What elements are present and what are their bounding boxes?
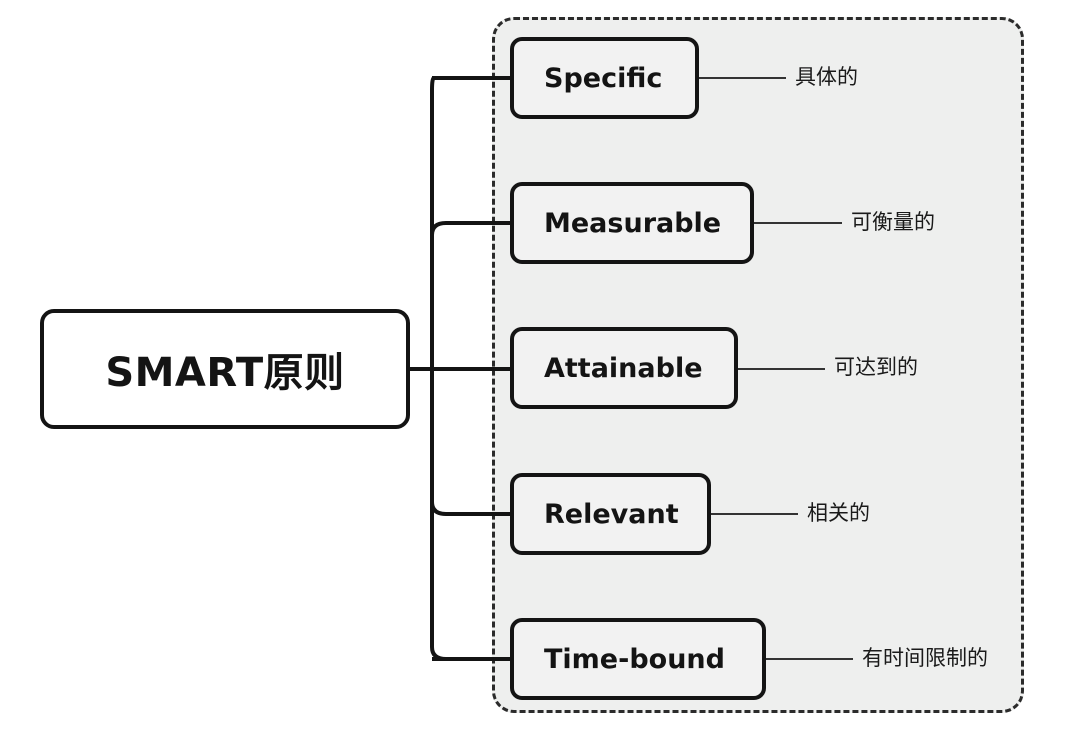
branch-label: Time-bound — [544, 643, 725, 675]
branch-node-relevant: Relevant — [510, 473, 711, 555]
branch-node-attainable: Attainable — [510, 327, 738, 409]
annotation-relevant: 相关的 — [807, 501, 870, 525]
root-label: SMART原则 — [105, 350, 345, 396]
branch-connector — [430, 501, 510, 516]
root-node: SMART原则 — [40, 309, 410, 429]
branch-label: Attainable — [544, 352, 703, 384]
annotation-attainable: 可达到的 — [834, 355, 918, 379]
branch-label: Relevant — [544, 498, 679, 530]
branch-label: Measurable — [544, 207, 722, 239]
branch-label: Specific — [544, 62, 663, 94]
annotation-time-bound: 有时间限制的 — [862, 646, 988, 670]
branch-connector — [430, 221, 510, 236]
branch-node-time-bound: Time-bound — [510, 618, 766, 700]
branch-node-specific: Specific — [510, 37, 699, 119]
branch-node-measurable: Measurable — [510, 182, 754, 264]
annotation-measurable: 可衡量的 — [851, 210, 935, 234]
annotation-specific: 具体的 — [795, 65, 858, 89]
